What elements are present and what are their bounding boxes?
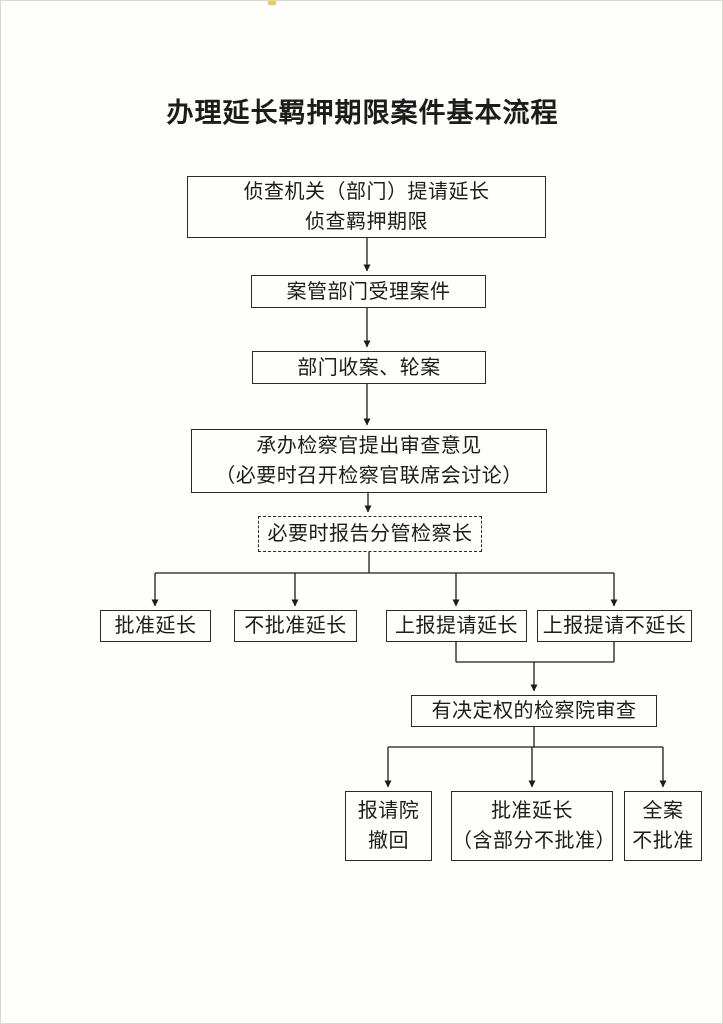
node-approve-extension-label: 批准延长 xyxy=(114,615,197,637)
node-whole-case-disapprove-label: 全案 不批准 xyxy=(632,800,694,852)
node-approve-with-partial-disapprove-label: 批准延长 （含部分不批准） xyxy=(452,800,616,852)
scan-artifact-mark xyxy=(268,1,276,5)
node-disapprove-extension-label: 不批准延长 xyxy=(244,615,347,637)
node-prosecutor-review-opinion-label: 承办检察官提出审查意见 （必要时召开检察官联席会讨论） xyxy=(215,435,523,487)
node-dept-intake-assign-label: 部门收案、轮案 xyxy=(297,356,441,379)
node-request-withdraw-label: 报请院 撤回 xyxy=(357,800,420,852)
node-decision-procuratorate-review: 有决定权的检察院审查 xyxy=(411,695,657,727)
node-decision-procuratorate-review-label: 有决定权的检察院审查 xyxy=(431,700,637,722)
flowchart-title: 办理延长羁押期限案件基本流程 xyxy=(166,98,559,128)
node-report-chief-prosecutor: 必要时报告分管检察长 xyxy=(258,516,482,552)
node-submit-request-no-extension-label: 上报提请不延长 xyxy=(542,615,687,637)
node-request-withdraw: 报请院 撤回 xyxy=(345,791,432,861)
node-case-mgmt-accept: 案管部门受理案件 xyxy=(251,275,486,308)
node-submit-request-extension: 上报提请延长 xyxy=(386,610,527,642)
node-prosecutor-review-opinion: 承办检察官提出审查意见 （必要时召开检察官联席会讨论） xyxy=(191,429,547,493)
node-case-mgmt-accept-label: 案管部门受理案件 xyxy=(286,280,451,303)
node-investigation-org-request-label: 侦查机关（部门）提请延长 侦查羁押期限 xyxy=(243,181,490,233)
node-approve-with-partial-disapprove: 批准延长 （含部分不批准） xyxy=(451,791,616,861)
node-submit-request-no-extension: 上报提请不延长 xyxy=(537,610,692,642)
node-dept-intake-assign: 部门收案、轮案 xyxy=(252,351,486,384)
node-whole-case-disapprove: 全案 不批准 xyxy=(624,791,702,861)
node-investigation-org-request: 侦查机关（部门）提请延长 侦查羁押期限 xyxy=(187,176,546,238)
node-report-chief-prosecutor-label: 必要时报告分管检察长 xyxy=(267,523,473,545)
node-disapprove-extension: 不批准延长 xyxy=(234,610,357,642)
node-submit-request-extension-label: 上报提请延长 xyxy=(395,615,518,637)
node-approve-extension: 批准延长 xyxy=(100,610,211,642)
